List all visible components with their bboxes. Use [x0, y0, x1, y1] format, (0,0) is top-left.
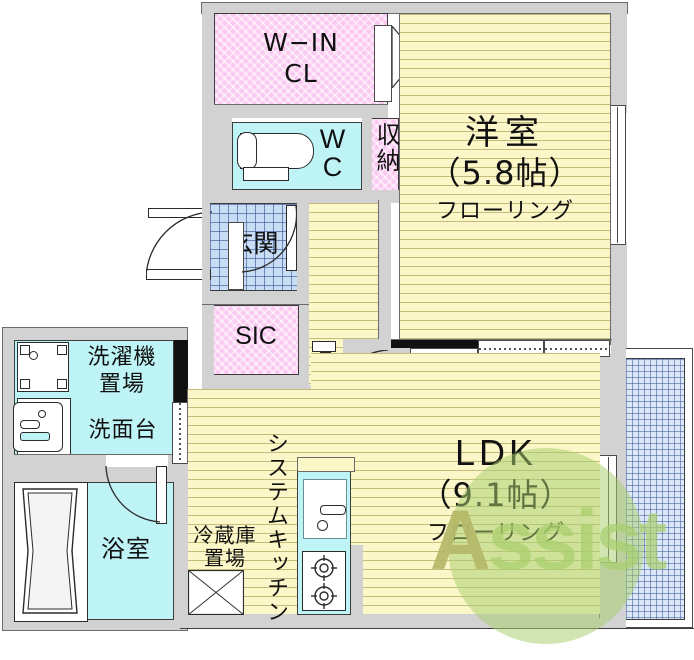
room-ldk-upper-strip: [311, 353, 600, 393]
bath-doorway-gap: [106, 455, 168, 467]
washer-pan-corner-br: [57, 379, 67, 389]
wall-sic-right: [299, 305, 311, 389]
wall-under-wc: [214, 190, 399, 203]
entrance-step-panel: [228, 222, 244, 290]
room-ldk: [188, 389, 600, 614]
wall-hall-black: [391, 340, 410, 348]
washer-drain-icon: [29, 351, 38, 360]
wall-ldk-left-nub: [174, 464, 188, 615]
room-bedroom: [399, 13, 611, 345]
wall-entrance-bottom: [202, 291, 309, 305]
wall-sic-outline: [202, 304, 311, 305]
wall-bath-divider-line: [14, 454, 174, 455]
door-bedroom-slide-1[interactable]: [478, 340, 544, 357]
front-door-swing-arc: [146, 211, 213, 279]
wall-left-of-wc: [214, 118, 232, 194]
kitchen-faucet-icon: [320, 505, 346, 515]
wall-hall-right-line: [378, 200, 379, 353]
bathtub-icon: [22, 488, 78, 614]
washer-pan-corner-tr: [57, 345, 67, 355]
wall-wc-right: [362, 118, 372, 194]
room-balcony: [625, 358, 685, 620]
vanity-faucet-icon: [20, 420, 40, 429]
wall-right-upper-b: [611, 243, 627, 353]
door-hall-swing-arc: [241, 206, 298, 273]
washer-pan-corner-bl: [20, 379, 30, 389]
wall-right-upper: [611, 13, 627, 113]
wall-kitchen-nub: [351, 545, 363, 615]
wall-sic-bottom: [202, 375, 311, 389]
fridge-space-icon: [188, 570, 244, 615]
kitchen-burner-icons: [311, 555, 337, 609]
wall-sic-left: [202, 305, 214, 389]
wall-entrance-right: [297, 200, 309, 292]
washer-pan-corner-tl: [20, 345, 30, 355]
wall-right-ldk: [600, 353, 618, 458]
wall-bedroom-bottom-line: [390, 339, 612, 340]
door-bedroom-slide-2[interactable]: [544, 340, 610, 357]
door-bathroom-swing-arc: [105, 466, 161, 523]
wall-hall-bottom-right: [343, 339, 391, 354]
wall-balcony-left: [617, 348, 626, 628]
door-ldk-frame: [312, 341, 336, 352]
room-storage: [371, 118, 399, 192]
wall-entrance-left: [202, 203, 210, 297]
floor-plan: W−IN CL W C 収納 洋室 （5.8帖） フローリング 玄関: [0, 0, 694, 644]
vanity-spout-icon: [20, 432, 50, 441]
door-bathroom-leaf[interactable]: [156, 466, 167, 524]
wall-wet-black: [174, 340, 188, 402]
wall-under-wincl-line: [214, 104, 388, 105]
room-walk-in-closet: [214, 13, 388, 105]
vanity-knob-icon: [38, 410, 46, 418]
toilet-base-icon: [243, 167, 289, 181]
wall-under-wincl: [214, 105, 388, 118]
room-sic: [213, 305, 299, 375]
toilet-tank-icon: [237, 132, 257, 170]
wall-bottom-main: [180, 614, 630, 628]
door-walk-in-closet[interactable]: [374, 25, 392, 102]
kitchen-counter-top-edge: [297, 457, 355, 472]
wall-bottom-line2: [180, 628, 694, 629]
wall-right-ldk-b: [600, 560, 618, 618]
wall-bedroom-bottom-blackbar: [410, 340, 478, 348]
door-washroom-sliding[interactable]: [172, 402, 188, 464]
window-bedroom-right-mullion: [617, 107, 618, 243]
wall-hall-right: [379, 200, 391, 353]
kitchen-drain-icon: [317, 520, 328, 531]
door-balcony-mullion: [608, 457, 609, 561]
